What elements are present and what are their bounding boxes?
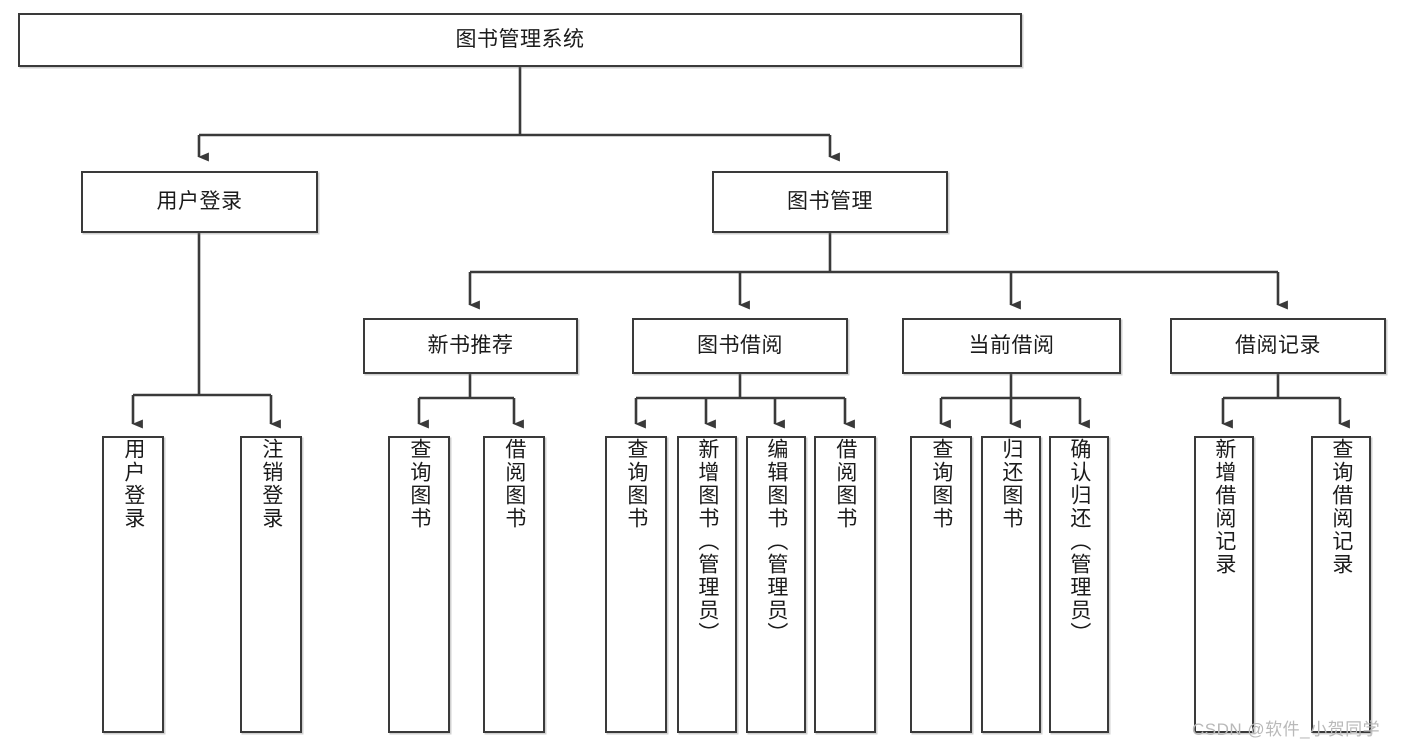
leaf-new-book-query-book[interactable]: 查询图书 — [388, 436, 450, 733]
node-label: 归还图书 — [999, 438, 1023, 530]
node-label: 借阅图书 — [833, 438, 857, 530]
leaf-book-borrow-borrow-book[interactable]: 借阅图书 — [814, 436, 876, 733]
node-label: 新增图书（管理员） — [695, 438, 719, 645]
node-label: 确认归还（管理员） — [1067, 438, 1091, 645]
leaf-book-borrow-query-book[interactable]: 查询图书 — [605, 436, 667, 733]
leaf-book-borrow-add-book-admin[interactable]: 新增图书（管理员） — [677, 436, 737, 733]
node-borrow-record[interactable]: 借阅记录 — [1170, 318, 1386, 374]
node-user-login[interactable]: 用户登录 — [81, 171, 318, 233]
node-label: 图书管理 — [787, 189, 873, 213]
node-label: 编辑图书（管理员） — [764, 438, 788, 645]
leaf-new-book-borrow-book[interactable]: 借阅图书 — [483, 436, 545, 733]
node-label: 新增借阅记录 — [1212, 438, 1236, 576]
node-label: 查询图书 — [929, 438, 953, 530]
node-current-borrow[interactable]: 当前借阅 — [902, 318, 1121, 374]
node-label: 用户登录 — [156, 189, 243, 213]
node-book-borrow[interactable]: 图书借阅 — [632, 318, 848, 374]
node-label: 查询借阅记录 — [1329, 438, 1353, 576]
node-root-book-management-system[interactable]: 图书管理系统 — [18, 13, 1022, 67]
node-label: 用户登录 — [121, 438, 145, 530]
leaf-borrow-record-add-record[interactable]: 新增借阅记录 — [1194, 436, 1254, 733]
leaf-current-borrow-confirm-return-admin[interactable]: 确认归还（管理员） — [1049, 436, 1109, 733]
leaf-current-borrow-return-book[interactable]: 归还图书 — [981, 436, 1041, 733]
node-label: 借阅记录 — [1235, 333, 1321, 357]
node-label: 借阅图书 — [502, 438, 526, 530]
leaf-borrow-record-query-record[interactable]: 查询借阅记录 — [1311, 436, 1371, 733]
node-new-book-recommend[interactable]: 新书推荐 — [363, 318, 578, 374]
node-label: 新书推荐 — [427, 333, 514, 357]
node-label: 注销登录 — [259, 438, 283, 530]
watermark-text: CSDN @软件_小贺同学 — [1192, 720, 1381, 739]
node-label: 图书借阅 — [697, 333, 783, 357]
leaf-user-login-signout[interactable]: 注销登录 — [240, 436, 302, 733]
leaf-current-borrow-query-book[interactable]: 查询图书 — [910, 436, 972, 733]
node-label: 当前借阅 — [968, 333, 1055, 357]
node-label: 查询图书 — [407, 438, 431, 530]
node-label: 图书管理系统 — [455, 27, 585, 51]
node-label: 查询图书 — [624, 438, 648, 530]
node-book-management[interactable]: 图书管理 — [712, 171, 948, 233]
leaf-book-borrow-edit-book-admin[interactable]: 编辑图书（管理员） — [746, 436, 806, 733]
leaf-user-login-signin[interactable]: 用户登录 — [102, 436, 164, 733]
